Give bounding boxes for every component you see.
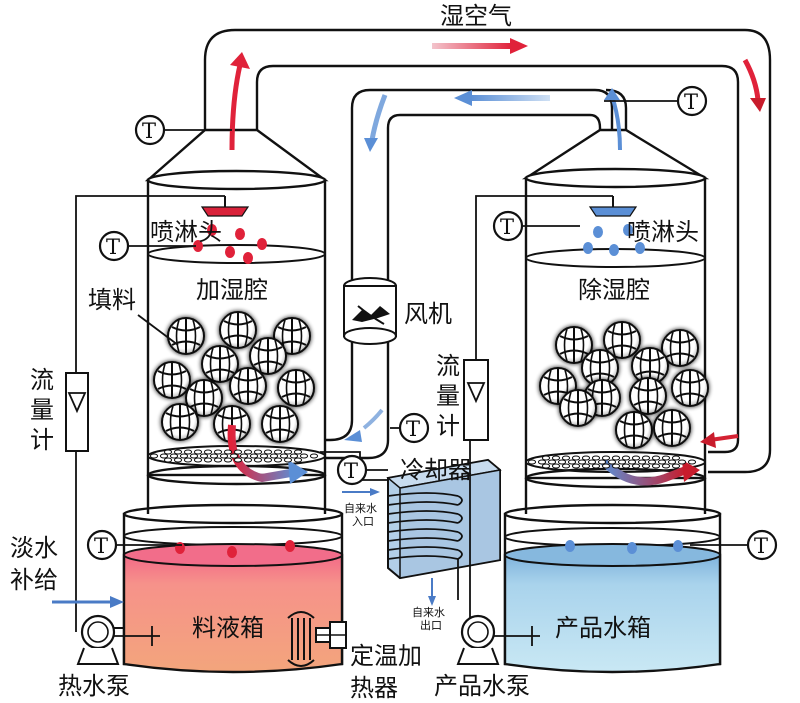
packing-ball xyxy=(661,329,699,367)
tap-water-out-label-2: 出口 xyxy=(420,618,442,632)
fresh-water-label-2: 补给 xyxy=(10,566,58,594)
packing-ball xyxy=(629,377,667,415)
water-drop xyxy=(207,224,217,236)
labels: 湿空气 喷淋头 喷淋头 加湿腔 除湿腔 填料 风机 流 量 计 流 量 计 冷却… xyxy=(10,2,699,702)
packing-ball xyxy=(581,349,619,387)
packing-ball xyxy=(603,321,641,359)
packing-ball xyxy=(615,411,653,449)
heater xyxy=(287,611,347,667)
dehumidify-chamber-label: 除湿腔 xyxy=(578,276,650,304)
temp-sensor-label: T xyxy=(94,534,108,558)
temp-sensor-label: T xyxy=(106,235,120,259)
cooling-coil xyxy=(387,492,463,560)
packing-ball xyxy=(671,369,709,407)
spray-drops xyxy=(175,224,683,558)
packing-ball xyxy=(559,389,597,427)
flowmeter-right-label-3: 计 xyxy=(436,412,460,440)
humid-air-label: 湿空气 xyxy=(440,2,512,30)
water-drop xyxy=(565,540,575,552)
cooler xyxy=(386,458,502,580)
heater-label-2: 热器 xyxy=(350,674,398,702)
packing-ball xyxy=(555,326,593,364)
water-drop xyxy=(257,238,267,250)
packing-ball xyxy=(167,317,205,355)
flowmeter-left xyxy=(65,372,89,452)
temp-sensor-label: T xyxy=(754,534,768,558)
flowmeter-left-label-2: 量 xyxy=(30,396,54,424)
water-drop xyxy=(673,540,683,552)
fresh-water-label-1: 淡水 xyxy=(10,534,58,562)
product-water-pump xyxy=(456,614,500,665)
fan xyxy=(343,277,397,345)
packing-ball xyxy=(249,337,287,375)
tap-water-in-label-1: 自来水 xyxy=(344,502,377,515)
hot-water-pump xyxy=(76,614,124,665)
heater-label-1: 定温加 xyxy=(350,642,422,670)
water-drop xyxy=(635,242,645,254)
cooler-label: 冷却器 xyxy=(400,456,472,484)
packing-ball xyxy=(201,345,239,383)
temp-sensor-label: T xyxy=(500,215,514,239)
water-drop xyxy=(243,252,253,264)
flowmeter-left-label-1: 流 xyxy=(30,366,54,394)
spray-head-left xyxy=(200,196,250,217)
return-air-duct xyxy=(320,88,628,460)
plate-holes xyxy=(527,455,697,469)
packing-ball xyxy=(229,367,267,405)
fan-label: 风机 xyxy=(404,300,452,328)
water-drop xyxy=(623,224,633,236)
flowmeter-right-label-2: 量 xyxy=(436,382,460,410)
packing-balls-left xyxy=(153,311,315,443)
water-drop xyxy=(225,246,235,258)
packing-balls-right xyxy=(539,321,709,449)
water-drop xyxy=(627,542,637,554)
water-drop xyxy=(609,244,619,256)
temp-sensors: T T T T T T T T xyxy=(86,85,778,561)
hot-water-pump-label: 热水泵 xyxy=(58,672,130,700)
tap-water-in-label-2: 入口 xyxy=(352,515,374,528)
water-drop xyxy=(235,228,245,240)
temp-sensor-label: T xyxy=(684,90,698,114)
temp-sensor-label: T xyxy=(344,459,358,483)
packing-ball xyxy=(213,405,251,443)
spray-head-left-label: 喷淋头 xyxy=(150,218,222,246)
product-tank-label: 产品水箱 xyxy=(555,614,651,642)
plate-holes xyxy=(149,449,319,463)
flowmeter-right-label-1: 流 xyxy=(436,352,460,380)
spray-head-right xyxy=(588,196,638,217)
packing-ball xyxy=(277,369,315,407)
flowmeter-right xyxy=(463,359,489,441)
packing-ball xyxy=(261,405,299,443)
packing-ball xyxy=(161,403,199,441)
temp-sensor-label: T xyxy=(142,119,156,143)
packing-label: 填料 xyxy=(88,286,136,314)
water-drop xyxy=(593,226,603,238)
humidify-chamber-label: 加湿腔 xyxy=(196,276,268,304)
water-drop xyxy=(227,546,237,558)
flowmeter-left-label-3: 计 xyxy=(30,426,54,454)
packing-ball xyxy=(653,409,691,447)
spray-head-right-label: 喷淋头 xyxy=(627,218,699,246)
humid-air-duct xyxy=(203,28,772,450)
water-drop xyxy=(175,542,185,554)
feed-tank-label: 料液箱 xyxy=(192,614,264,642)
water-drop xyxy=(285,540,295,552)
product-pump-label: 产品水泵 xyxy=(434,672,530,700)
temp-sensor-label: T xyxy=(406,417,420,441)
water-drop xyxy=(193,240,203,252)
packing-ball xyxy=(153,361,191,399)
packing-ball xyxy=(219,311,257,349)
tap-water-out-label-1: 自来水 xyxy=(412,606,445,619)
packing-ball xyxy=(185,379,223,417)
water-drop xyxy=(583,242,593,254)
